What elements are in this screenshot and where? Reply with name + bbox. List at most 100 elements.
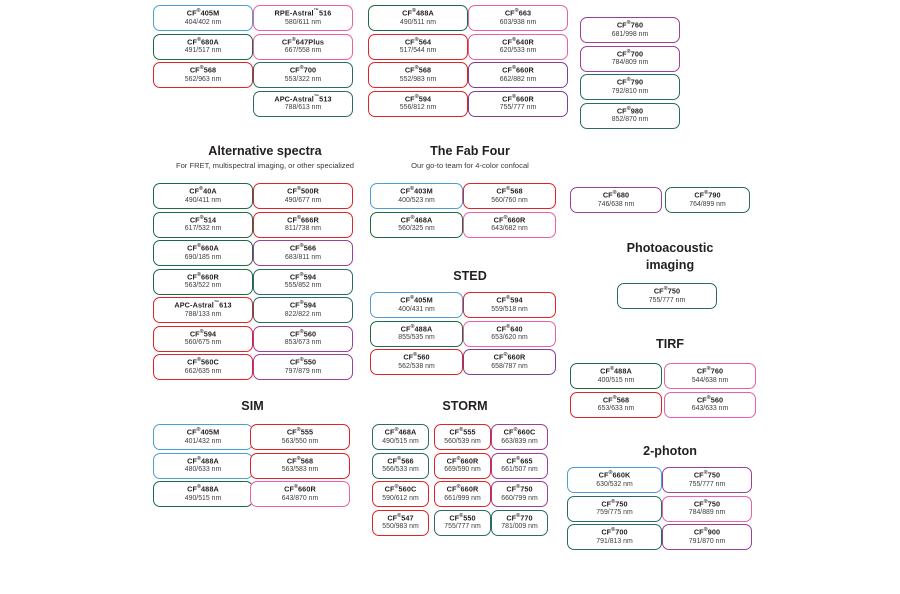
dye-name: CF®660R [502, 93, 534, 104]
trademark-symbol: ® [703, 498, 708, 505]
dye-name: CF®660R [502, 65, 534, 75]
dye-wavelengths: 661/999 nm [444, 494, 481, 502]
trademark-symbol: ® [196, 8, 201, 15]
trademark-symbol: ® [199, 214, 204, 221]
trademark-symbol: ® [297, 186, 301, 193]
trademark-symbol: ® [299, 300, 304, 307]
dye-wavelengths: 658/787 nm [491, 362, 528, 370]
dye-wavelengths: 404/402 nm [184, 18, 222, 26]
trademark-symbol: ® [410, 186, 415, 193]
trademark-symbol: ® [294, 484, 298, 491]
dye-name: CF®647Plus [281, 36, 325, 47]
dye-name: CF®560C [187, 357, 219, 367]
dye-wavelengths: 490/515 nm [382, 437, 419, 445]
dye-name: CF®750 [693, 498, 721, 509]
trademark-symbol: ® [414, 65, 419, 72]
dye-wavelengths: 660/799 nm [501, 494, 538, 502]
trademark-symbol: ® [296, 427, 301, 434]
dye-name: CF®660R [446, 484, 479, 494]
trademark-symbol: ® [196, 427, 201, 434]
dye-name: CF®700 [616, 48, 644, 59]
dye-name: CF®468A [384, 427, 417, 437]
dye-wavelengths: 755/777 nm [444, 523, 481, 531]
trademark-symbol: ® [394, 484, 399, 491]
dye-name: CF®790 [694, 190, 721, 200]
